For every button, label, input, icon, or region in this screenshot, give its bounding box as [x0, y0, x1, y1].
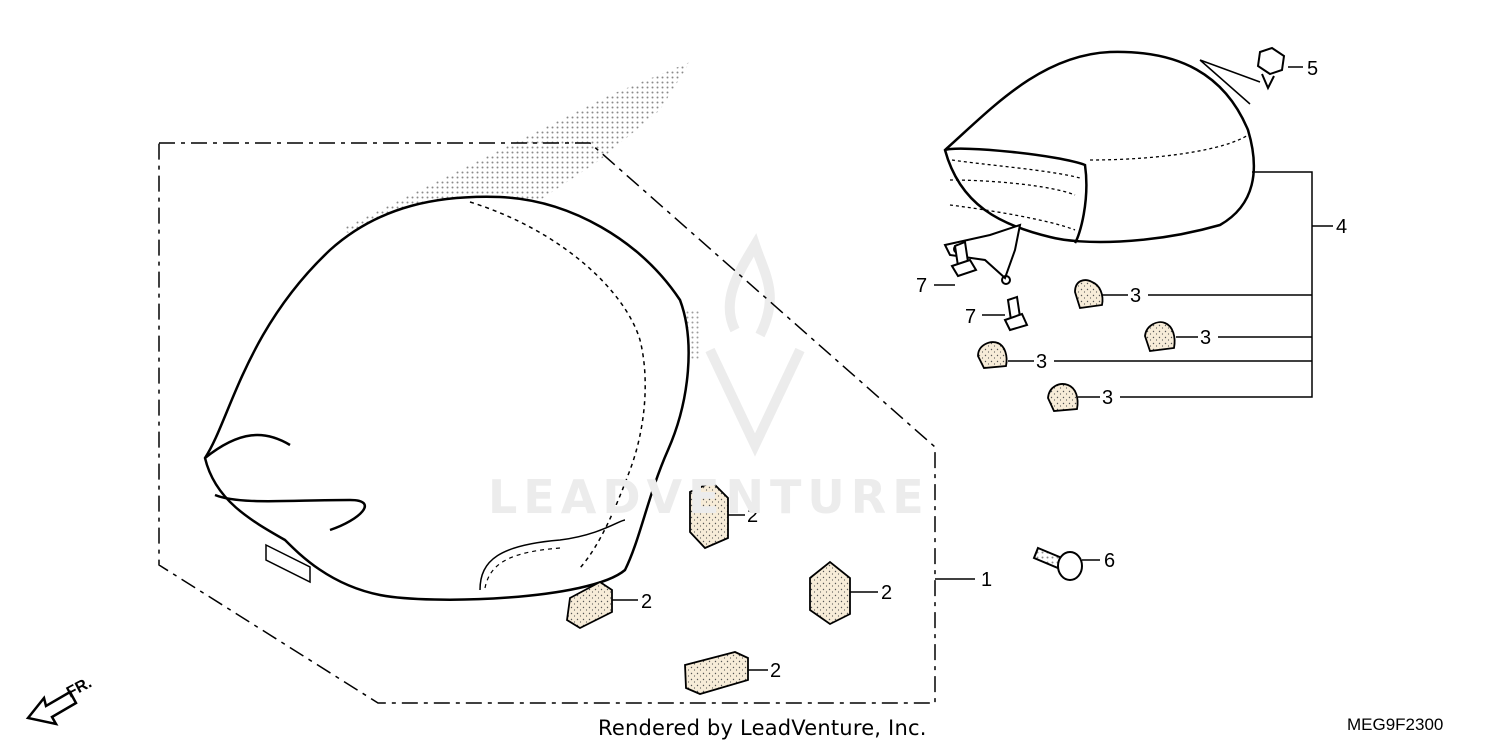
footer-credit: Rendered by LeadVenture, Inc.	[598, 716, 927, 740]
leadventure-watermark-emblem	[705, 233, 805, 457]
callout-2: 2	[770, 660, 781, 682]
callout-7: 7	[965, 306, 976, 328]
bolt-part-7-lower	[1003, 295, 1029, 332]
damper-parts-2	[566, 480, 851, 695]
bolt-part-7-upper	[950, 240, 978, 278]
callout-3: 3	[1200, 327, 1211, 349]
callout-2: 2	[881, 582, 892, 604]
callout-3: 3	[1102, 387, 1113, 409]
leadventure-watermark-text: LEADVENTURE	[488, 470, 930, 524]
callout-3: 3	[1130, 285, 1141, 307]
bolt-part-5	[1256, 46, 1286, 91]
callout-3: 3	[1036, 351, 1047, 373]
callout-1: 1	[981, 569, 992, 591]
cushion-parts-3	[977, 279, 1176, 412]
callout-2: 2	[747, 505, 758, 527]
leader-lines-1-and-2	[612, 514, 975, 671]
leader-lines-7	[934, 284, 1005, 316]
callout-6: 6	[1104, 550, 1115, 572]
leader-lines-3-and-4	[1008, 171, 1333, 398]
passenger-seat	[943, 50, 1256, 285]
leader-line-5	[1199, 59, 1303, 105]
diagram-code: MEG9F2300	[1347, 715, 1444, 734]
callout-5: 5	[1307, 58, 1318, 80]
callout-4: 4	[1336, 216, 1347, 238]
callout-2: 2	[641, 591, 652, 613]
callout-7: 7	[916, 275, 927, 297]
rider-seat	[203, 195, 690, 601]
seat-assembly-boundary	[158, 142, 936, 704]
bolt-part-6	[1032, 546, 1083, 581]
front-direction-arrow-icon: FR.	[25, 674, 95, 726]
